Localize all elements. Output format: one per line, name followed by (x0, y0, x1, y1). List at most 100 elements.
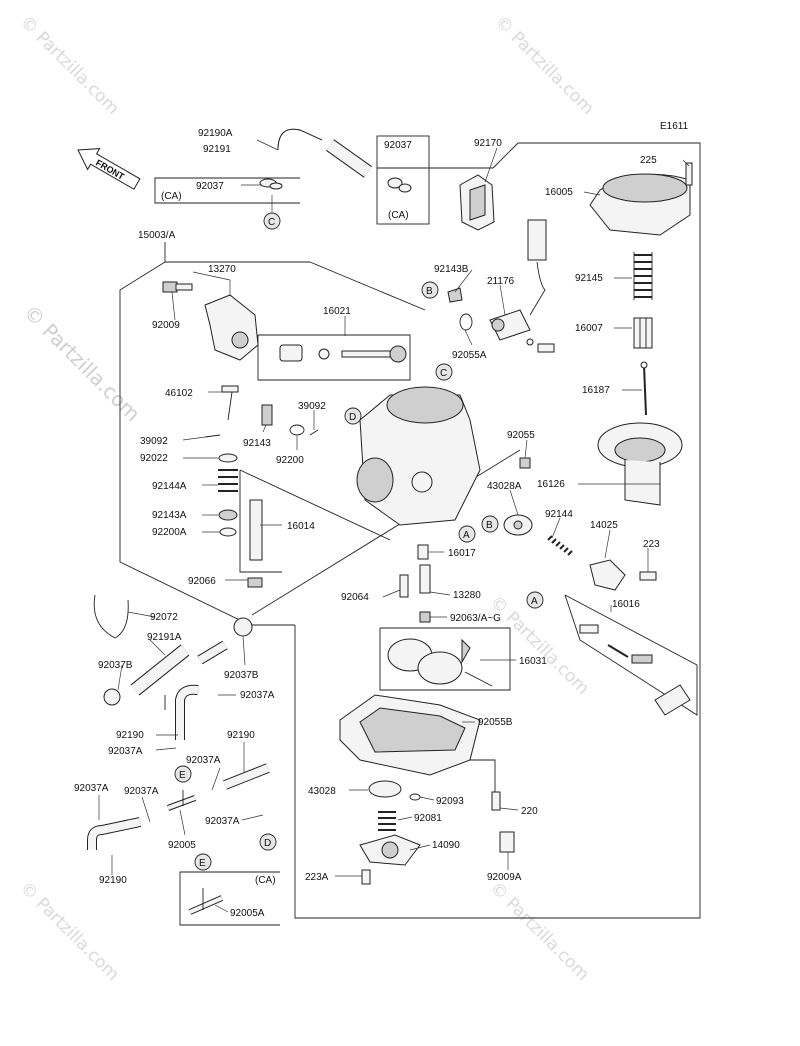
bottom-parts-drawing (359, 780, 515, 885)
float-bowl-drawing (339, 694, 481, 776)
label-223a: 223A (305, 872, 329, 883)
label-16187: 16187 (582, 385, 610, 396)
label-92055b: 92055B (478, 717, 513, 728)
float-16031-drawing (387, 638, 493, 687)
label-92144: 92144 (545, 509, 573, 520)
label-46102: 46102 (165, 388, 193, 399)
label-92055: 92055 (507, 430, 535, 441)
ref-b-body: B (481, 515, 499, 533)
label-92037-ca: 92037 (196, 181, 224, 192)
part-labels: E1611 92190A 92191 92037 (CA) 92037 (CA)… (74, 121, 689, 919)
label-92009: 92009 (152, 320, 180, 331)
label-ca-2: (CA) (388, 210, 409, 221)
svg-text:C: C (268, 217, 275, 228)
label-92145: 92145 (575, 273, 603, 284)
label-92072: 92072 (150, 612, 178, 623)
label-92170: 92170 (474, 138, 502, 149)
label-13280: 13280 (453, 590, 481, 601)
label-92037a-2: 92037A (108, 746, 143, 757)
label-16014: 16014 (287, 521, 315, 532)
bracket-13270-drawing (204, 294, 259, 361)
ref-e-left: E (174, 765, 192, 783)
svg-text:B: B (426, 286, 433, 297)
label-16017: 16017 (448, 548, 476, 559)
label-92055a: 92055A (452, 350, 487, 361)
label-92063: 92063/A~G (450, 613, 501, 624)
label-16126: 16126 (537, 479, 565, 490)
label-92005: 92005 (168, 840, 196, 851)
label-92144a: 92144A (152, 481, 187, 492)
svg-text:E: E (179, 770, 186, 781)
ref-a-body: A (458, 525, 476, 543)
jets-drawing (399, 544, 431, 623)
ref-circles: C B C D A B A E D E (174, 212, 544, 871)
ref-c-body: C (435, 363, 453, 381)
label-92143: 92143 (243, 438, 271, 449)
label-220: 220 (521, 806, 538, 817)
ref-d-left: D (259, 833, 277, 851)
label-92093: 92093 (436, 796, 464, 807)
label-92037a-4: 92037A (74, 783, 109, 794)
label-92191a: 92191A (147, 632, 182, 643)
label-92064: 92064 (341, 592, 369, 603)
leader-lines (98, 139, 690, 913)
label-92190-3: 92190 (99, 875, 127, 886)
sensor-21176-drawing (459, 219, 555, 353)
diagram-code: E1611 (660, 121, 689, 132)
label-92190-1: 92190 (116, 730, 144, 741)
screw-16021-drawing (279, 344, 407, 363)
label-92066: 92066 (188, 576, 216, 587)
ref-a-right: A (526, 591, 544, 609)
spring-92145-drawing (633, 252, 653, 300)
label-43028a: 43028A (487, 481, 522, 492)
label-92143a: 92143A (152, 510, 187, 521)
label-ca-3: (CA) (255, 875, 276, 886)
label-39092-a: 39092 (140, 436, 168, 447)
svg-text:A: A (531, 596, 538, 607)
label-92081: 92081 (414, 813, 442, 824)
hose-92190a-drawing (277, 128, 373, 178)
label-92143b: 92143B (434, 264, 469, 275)
cap-92055-drawing (519, 457, 531, 469)
svg-text:D: D (264, 838, 271, 849)
holder-16007-drawing (633, 317, 653, 349)
label-21176: 21176 (487, 276, 515, 287)
label-92037a-3: 92037A (186, 755, 221, 766)
svg-text:A: A (463, 530, 470, 541)
diaphragm-43028a-drawing (503, 514, 533, 536)
accel-pump-parts-drawing (547, 535, 657, 591)
label-92190a: 92190A (198, 128, 233, 139)
label-39092-b: 39092 (298, 401, 326, 412)
label-16007: 16007 (575, 323, 603, 334)
svg-text:E: E (199, 858, 206, 869)
frame-lines (119, 135, 701, 926)
svg-text:B: B (486, 520, 493, 531)
label-92037a-5: 92037A (124, 786, 159, 797)
svg-text:D: D (349, 412, 356, 423)
label-43028: 43028 (308, 786, 336, 797)
label-15003: 15003/A (138, 230, 176, 241)
label-16016: 16016 (612, 599, 640, 610)
choke-16016-drawing (579, 624, 691, 716)
label-16005: 16005 (545, 187, 573, 198)
carburetor-body-drawing (356, 386, 481, 526)
ref-d-body: D (344, 407, 362, 425)
label-223: 223 (643, 539, 660, 550)
label-92037b-right: 92037B (224, 670, 259, 681)
label-92200: 92200 (276, 455, 304, 466)
ref-e-bottom: E (194, 853, 212, 871)
hose-parts-left-drawing (87, 594, 270, 915)
label-92037b-left: 92037B (98, 660, 133, 671)
ref-c-top: C (263, 212, 281, 230)
part-92143b-drawing (447, 287, 463, 303)
cover-16005-drawing (589, 162, 693, 236)
label-92191: 92191 (203, 144, 231, 155)
label-13270: 13270 (208, 264, 236, 275)
label-ca-1: (CA) (161, 191, 182, 202)
ref-b-top: B (421, 281, 439, 299)
rod-46102-drawing (221, 385, 239, 421)
label-92022: 92022 (140, 453, 168, 464)
diaphragm-16126-drawing (597, 422, 683, 506)
